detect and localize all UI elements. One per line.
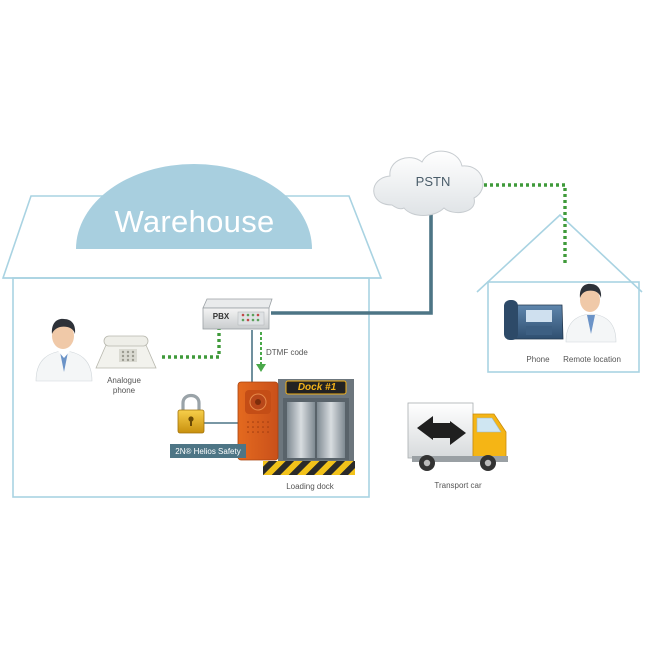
house-roof: [477, 215, 642, 292]
person-icon: [36, 319, 92, 381]
helios-label: 2N® Helios Safety: [170, 447, 246, 456]
remote-person-icon: [566, 284, 616, 342]
dtmf-label: DTMF code: [266, 348, 308, 357]
remote-house: [477, 215, 642, 372]
desk-phone-icon: [96, 336, 156, 368]
analogue-phone-label: Analogue phone: [100, 376, 148, 396]
analogue-pbx-dotted-line: [162, 329, 219, 357]
pstn-label: PSTN: [398, 174, 468, 189]
hazard-stripe: [263, 461, 355, 475]
elevator-door-icon: [283, 398, 349, 460]
phone-label: Phone: [518, 355, 558, 364]
dock-sign: Dock #1: [290, 382, 344, 393]
pstn-remote-dotted-line: [484, 185, 565, 266]
remote-phone-icon: [504, 300, 563, 340]
pbx-label: PBX: [206, 312, 236, 321]
warehouse-title: Warehouse: [92, 204, 297, 240]
remote-location-label: Remote location: [560, 355, 624, 364]
loading-dock-label: Loading dock: [278, 482, 342, 491]
padlock-icon: [178, 396, 204, 434]
transport-car-label: Transport car: [426, 481, 490, 490]
dtmf-arrow-head: [256, 364, 266, 372]
truck-icon: [408, 403, 508, 471]
